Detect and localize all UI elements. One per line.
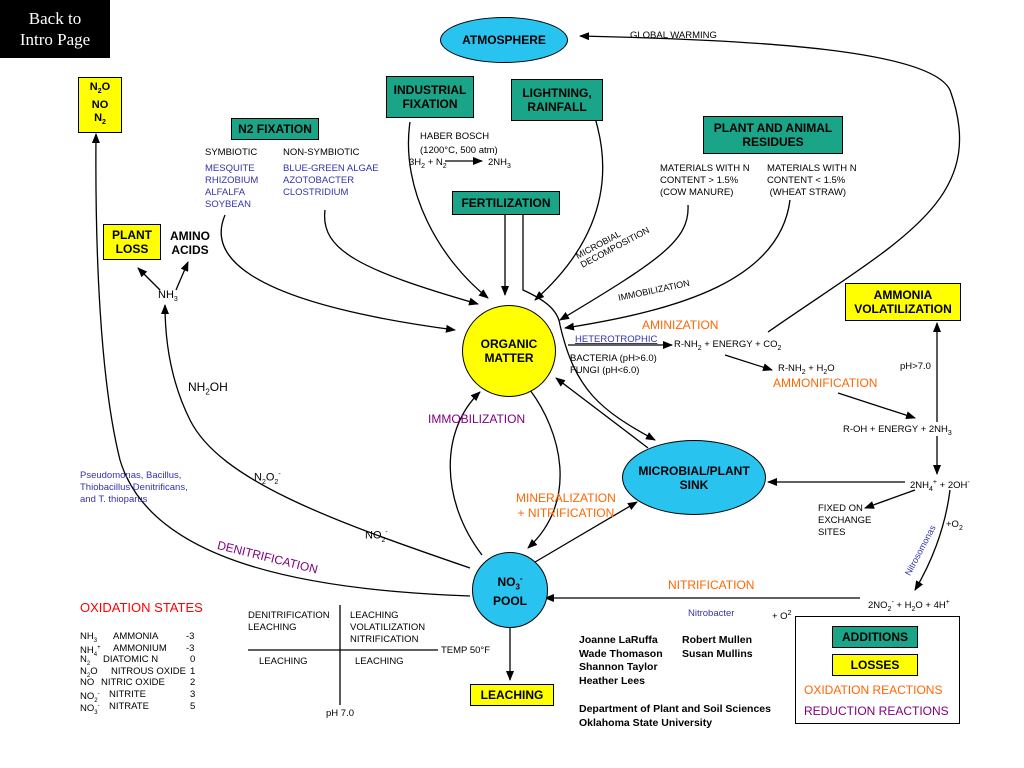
symbiotic-arrow <box>220 214 456 333</box>
authors-col2: Robert Mullen Susan Mullins <box>682 634 753 660</box>
aminization-label: AMINIZATION <box>642 318 719 332</box>
ph7-label: pH 7.0 <box>326 708 354 719</box>
haber-equation: 3H2 + N2 <box>409 157 447 170</box>
haber-product: 2NH3 <box>488 157 511 170</box>
temp-label: TEMP 50°F <box>441 645 491 656</box>
nh3-label: NH3 <box>158 289 178 304</box>
non-symbiotic-arrow <box>323 209 479 306</box>
haber-bosch-label: HABER BOSCH <box>420 131 490 142</box>
oxidation-states-title: OXIDATION STATES <box>80 600 203 615</box>
fungi-label: FUNGI (pH<6.0) <box>570 365 640 376</box>
nh2oh-label: NH2OH <box>188 380 228 397</box>
nh4-2oh: 2NH4+ + 2OH- <box>910 479 970 494</box>
heterotrophic-label: HETEROTROPHIC <box>575 334 658 345</box>
quadrant-bottom-left: LEACHING <box>259 656 308 667</box>
legend-panel <box>795 616 960 724</box>
non-symbiotic-list: BLUE-GREEN ALGAE AZOTOBACTER CLOSTRIDIUM <box>283 163 379 198</box>
ammonia-volatilization-box: AMMONIA VOLATILIZATION <box>845 283 961 321</box>
rnh2-energy-co2: R-NH2 + ENERGY + CO2 <box>674 339 782 352</box>
materials-high-n: MATERIALS WITH N CONTENT > 1.5% (COW MAN… <box>660 163 750 198</box>
legend-additions: ADDITIONS <box>832 626 918 648</box>
back-to-intro-button[interactable]: Back to Intro Page <box>0 0 110 58</box>
legend-losses: LOSSES <box>832 654 918 676</box>
industrial-fixation-box: INDUSTRIAL FIXATION <box>386 76 474 118</box>
no2-h2o-4h: 2NO2- + H2O + 4H+ <box>868 599 950 614</box>
o2-plus-label: +O2 <box>946 519 963 532</box>
rnh2-h2o: R-NH2 + H2O <box>778 363 835 376</box>
no3-pool-node: NO3- POOL <box>472 552 548 628</box>
non-symbiotic-label: NON-SYMBIOTIC <box>283 147 360 158</box>
amino-acids-label: AMINO ACIDS <box>170 229 210 257</box>
nitrification-label: NITRIFICATION <box>668 578 755 592</box>
authors-col1: Joanne LaRuffa Wade Thomason Shannon Tay… <box>579 634 663 687</box>
legend-oxidation: OXIDATION REACTIONS <box>804 683 943 697</box>
ph-gt-7-label: pH>7.0 <box>900 361 931 372</box>
bacteria-label: BACTERIA (pH>6.0) <box>570 353 657 364</box>
roh-energy-2nh3: R-OH + ENERGY + 2NH3 <box>843 424 952 437</box>
ammonification-label: AMMONIFICATION <box>773 376 878 390</box>
mineralization-label: MINERALIZATION + NITRIFICATION <box>516 491 616 520</box>
nitrobacter-label: Nitrobacter <box>688 608 735 619</box>
pseudomonas-label: Pseudomonas, Bacillus, Thiobacillus Deni… <box>80 470 188 505</box>
n2-fixation-box: N2 FIXATION <box>231 118 319 140</box>
lightning-rainfall-box: LIGHTNING, RAINFALL <box>511 79 603 121</box>
organic-matter-node: ORGANIC MATTER <box>462 305 556 397</box>
plant-animal-residues-box: PLANT AND ANIMAL RESIDUES <box>703 116 843 154</box>
quadrant-top-right: LEACHING VOLATILIZATION NITRIFICATION <box>350 610 426 645</box>
no2-to-nh3-arrow <box>161 304 471 569</box>
n2o2-label: N2O2- <box>254 471 281 486</box>
leaching-box: LEACHING <box>470 684 554 706</box>
global-warming-label: GLOBAL WARMING <box>630 30 717 41</box>
global-warming-arrow <box>579 32 961 333</box>
materials-low-n: MATERIALS WITH N CONTENT < 1.5% (WHEAT S… <box>767 163 857 198</box>
plant-loss-box: PLANT LOSS <box>103 224 161 260</box>
immobilization-mid-label: IMMOBILIZATION <box>428 412 526 426</box>
plus-o2-label: + O2 <box>772 610 792 623</box>
haber-conditions-label: (1200°C, 500 atm) <box>420 145 498 156</box>
microbial-plant-sink-node: MICROBIAL/PLANT SINK <box>622 440 766 515</box>
no2-label: NO2- <box>365 529 388 544</box>
symbiotic-label: SYMBIOTIC <box>205 147 258 158</box>
quadrant-bottom-right: LEACHING <box>355 656 404 667</box>
atmosphere-node: ATMOSPHERE <box>440 17 568 63</box>
quadrant-top-left: DENITRIFICATION LEACHING <box>248 610 330 633</box>
ox-formula: NH3 <box>80 631 98 644</box>
fertilization-box: FERTILIZATION <box>452 191 560 215</box>
symbiotic-list: MESQUITE RHIZOBIUM ALFALFA SOYBEAN <box>205 163 259 210</box>
denitrification-arrow <box>91 133 471 597</box>
department-label: Department of Plant and Soil Sciences Ok… <box>579 703 771 729</box>
fixed-on-exchange-sites: FIXED ON EXCHANGE SITES <box>818 503 872 538</box>
n2o-no-n2-box: N2O NO N2 <box>78 77 122 133</box>
fertilization-to-sink <box>522 215 656 441</box>
legend-reduction: REDUCTION REACTIONS <box>804 704 949 718</box>
